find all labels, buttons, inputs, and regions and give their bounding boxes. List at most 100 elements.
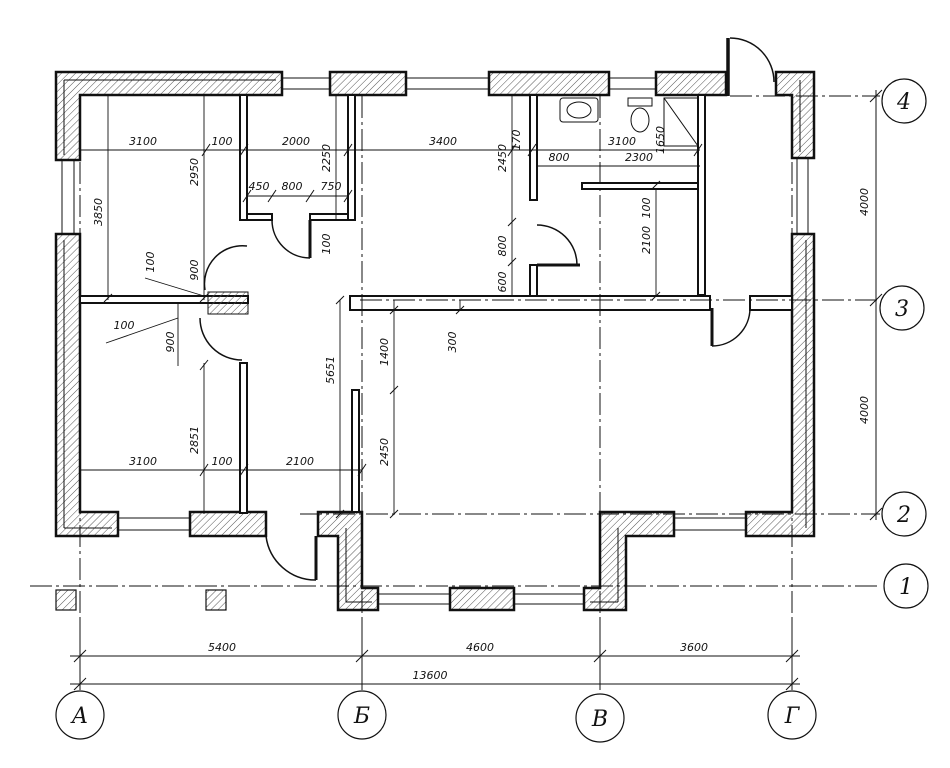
dim-2100-a: 2100: [640, 226, 653, 254]
wall-bottom-bay-right: [582, 510, 676, 612]
wall-inner-lines: [63, 79, 807, 603]
dim-100-e: 100: [114, 319, 135, 332]
door-arc-entry-1: [265, 535, 317, 581]
right-dimension-line: [869, 89, 883, 521]
wall-top-3: [487, 70, 611, 97]
dim-800-a: 800: [549, 151, 570, 164]
dim-2450-a: 2450: [496, 144, 509, 172]
dim-1650: 1650: [654, 126, 667, 154]
axis-label-b: Б: [353, 704, 370, 729]
column-marker-2: [205, 589, 227, 611]
dim-2851: 2851: [188, 426, 201, 454]
wall-top-right: [774, 70, 816, 160]
sink-bowl-icon: [566, 101, 592, 119]
dim-4000-lower: 4000: [858, 396, 871, 424]
axis-bubble-4: [881, 78, 927, 124]
partition-mid-right: [749, 295, 793, 311]
dim-750: 750: [321, 180, 342, 193]
interior-walls: [79, 94, 793, 514]
wall-right-lower: [744, 232, 816, 538]
wall-bottom-2: [188, 510, 268, 538]
dim-5400: 5400: [208, 641, 236, 654]
windows: [61, 77, 809, 605]
axis-label-4: 4: [896, 90, 911, 115]
axis-label-1: 1: [899, 575, 913, 600]
axis-bubble-3: [879, 285, 925, 331]
sanitary-fixtures: [559, 97, 699, 147]
column-markers: [55, 589, 227, 611]
axis-label-a: А: [70, 704, 89, 729]
dim-2000: 2000: [282, 135, 310, 148]
wall-left-lower: [54, 232, 120, 538]
door-arc-hall: [711, 307, 751, 347]
dim-800-b: 800: [282, 180, 303, 193]
dim-2450-b: 2450: [378, 438, 391, 466]
partition-stub-1: [246, 213, 273, 221]
axis-label-3: 3: [895, 297, 909, 322]
dim-900-b: 900: [164, 332, 177, 353]
grid-axes: [30, 95, 880, 690]
axis-bubble-b: [337, 690, 387, 740]
partition-lower-left: [239, 362, 248, 514]
shower-tray-icon: [663, 97, 699, 147]
dim-800-c: 800: [496, 236, 509, 257]
axis-bubble-g: [767, 690, 817, 740]
dim-100-d: 100: [640, 198, 653, 219]
dim-100-a: 100: [212, 135, 233, 148]
dim-2250: 2250: [320, 144, 333, 172]
dim-13600: 13600: [413, 669, 448, 682]
column-marker-1: [55, 589, 77, 611]
dim-100-b: 100: [320, 234, 333, 255]
sink-icon: [559, 97, 599, 123]
partition-mid-main: [349, 295, 711, 311]
dim-3100-b: 3100: [608, 135, 636, 148]
axis-bubble-1: [883, 563, 929, 609]
wall-top-4: [654, 70, 728, 97]
dim-600: 600: [496, 272, 509, 293]
doors: [199, 37, 775, 581]
axis-bubble-a: [55, 690, 105, 740]
dim-3100-a: 3100: [129, 135, 157, 148]
dim-170: 170: [510, 130, 523, 151]
vertical-axis-extensions: [79, 620, 793, 690]
bottom-dimension-lines: [70, 649, 800, 691]
toilet-tank-icon: [627, 97, 653, 107]
wall-bottom-bay-mid: [448, 586, 516, 612]
dim-4600: 4600: [466, 641, 494, 654]
dim-5651: 5651: [324, 356, 337, 384]
dim-2950: 2950: [188, 158, 201, 186]
dim-450: 450: [249, 180, 270, 193]
partition-right: [697, 94, 706, 296]
axis-label-v: В: [591, 707, 608, 732]
wall-top-left: [54, 70, 284, 162]
dim-3600: 3600: [680, 641, 708, 654]
toilet-icon: [630, 107, 650, 133]
dim-1400: 1400: [378, 338, 391, 366]
dim-900-a: 900: [188, 260, 201, 281]
door-arc-wc: [536, 224, 578, 266]
dim-300: 300: [446, 332, 459, 353]
door-arc-3: [199, 317, 243, 361]
internal-dimension-lines: [80, 96, 700, 514]
dim-3850: 3850: [92, 198, 105, 226]
door-arc-entry-2: [729, 37, 775, 83]
door-arc-2: [203, 244, 248, 291]
partition-hatch: [207, 291, 249, 315]
wall-bottom-bay-left: [316, 510, 380, 612]
partition-stub-2: [309, 213, 349, 221]
partition-2: [347, 94, 356, 221]
axis-bubble-2: [881, 491, 927, 537]
dim-3400: 3400: [429, 135, 457, 148]
partition-wc-low: [529, 264, 538, 298]
dim-2300: 2300: [625, 151, 653, 164]
axis-label-2: 2: [896, 503, 911, 528]
dim-3100-c: 3100: [129, 455, 157, 468]
axis-label-g: Г: [784, 704, 801, 729]
partition-lower-mid: [351, 389, 360, 513]
axis-bubble-v: [575, 693, 625, 743]
dim-100-c: 100: [144, 252, 157, 273]
dim-100-f: 100: [212, 455, 233, 468]
dimension-ticks: [103, 143, 703, 519]
door-arc-1: [271, 219, 311, 259]
